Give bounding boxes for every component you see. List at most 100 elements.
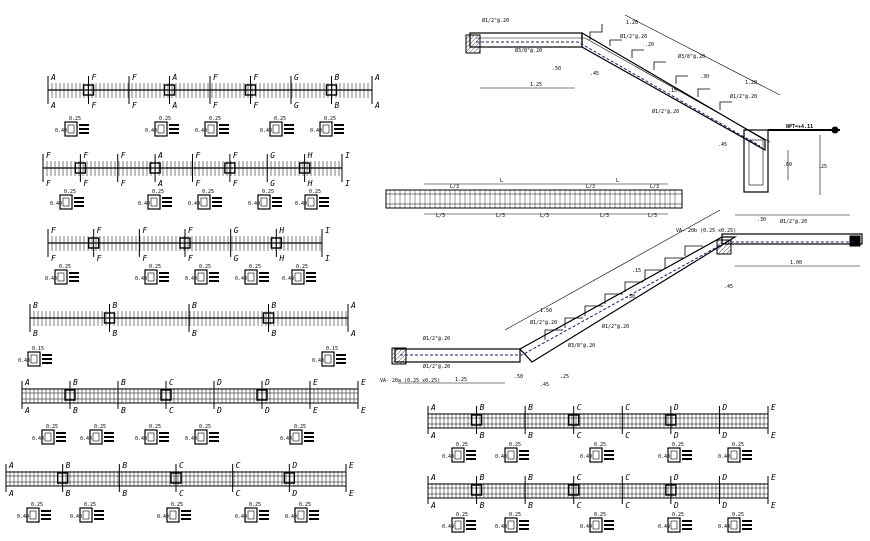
grid-axis-label-bottom: G xyxy=(294,101,299,110)
section-height-label: 0.40 xyxy=(80,436,92,442)
beam-section-outline xyxy=(144,429,158,445)
beam-section-outline xyxy=(79,507,93,523)
grid-axis-label-bottom: A xyxy=(172,101,178,110)
grid-axis-label-bottom: D xyxy=(673,431,679,440)
beam-section-outline xyxy=(727,447,741,463)
beam-section-outline xyxy=(89,429,103,445)
grid-axis-label-top: B xyxy=(480,403,485,412)
column-box xyxy=(170,472,182,484)
column-box xyxy=(283,472,296,484)
stair-bottom-dim: .15 xyxy=(632,268,641,274)
section-height-label: 0.40 xyxy=(718,454,730,460)
beam-section-stirrup xyxy=(157,124,165,134)
grid-axis-label-bottom: B xyxy=(480,501,485,510)
beam-elevation-b6: AABBBBCCCCDDEE0.250.400.250.400.250.400.… xyxy=(5,461,354,523)
beam-section-stirrup xyxy=(260,197,268,207)
beam-body xyxy=(427,483,769,499)
beam-section-stirrup xyxy=(322,124,330,134)
grid-axis-label-top: F xyxy=(121,151,126,160)
strip-dim-bottom: L/3 xyxy=(436,213,445,219)
grid-axis-label-top: G xyxy=(294,73,299,82)
grid-axis-label-bottom: F xyxy=(213,101,218,110)
grid-axis-label-bottom: C xyxy=(625,431,630,440)
grid-axis-label-bottom: C xyxy=(577,501,582,510)
beam-section-stirrup xyxy=(150,197,158,207)
section-width-label: 0.15 xyxy=(32,346,44,352)
stair-bottom-dim: .45 xyxy=(724,284,733,290)
beam-section-stirrup xyxy=(294,272,302,282)
column-box xyxy=(244,84,257,96)
beam-section-stirrup xyxy=(197,272,205,282)
section-width-label: 0.25 xyxy=(94,424,106,430)
section-width-label: 0.25 xyxy=(84,502,96,508)
grid-axis-label-top: D xyxy=(264,378,270,387)
grid-axis-label-top: B xyxy=(122,461,127,470)
grid-axis-label-bottom: A xyxy=(430,501,436,510)
section-width-label: 0.25 xyxy=(296,264,308,270)
beam-section-stirrup xyxy=(507,450,515,460)
section-width-label: 0.25 xyxy=(294,424,306,430)
section-width-label: 0.25 xyxy=(594,442,606,448)
column-box xyxy=(298,162,311,174)
section-height-label: 0.40 xyxy=(312,358,324,364)
grid-axis-label-bottom: C xyxy=(577,431,582,440)
section-height-label: 0.40 xyxy=(310,128,322,134)
grid-axis-label-bottom: I xyxy=(325,254,330,263)
beam-section-outline xyxy=(269,121,283,137)
section-width-label: 0.25 xyxy=(31,502,43,508)
section-height-label: 0.40 xyxy=(135,436,147,442)
beam-section-stirrup xyxy=(247,272,255,282)
grid-axis-label-top: H xyxy=(278,226,284,235)
stair-bottom-top-landing xyxy=(721,233,863,245)
grid-axis-label-top: B xyxy=(528,403,533,412)
section-width-label: 0.25 xyxy=(594,512,606,518)
beam-section-stirrup xyxy=(207,124,215,134)
section-width-label: 0.25 xyxy=(274,116,286,122)
beam-section-stirrup xyxy=(82,510,90,520)
section-width-label: 0.25 xyxy=(732,442,744,448)
grid-axis-label-bottom: B xyxy=(335,101,340,110)
grid-axis-label-bottom: E xyxy=(771,431,776,440)
stair-top-dim: 1.20 xyxy=(745,80,757,86)
stair-bottom-tag-top: VA- 20b (0.25 x0.25) xyxy=(676,228,736,234)
grid-axis-label-bottom: A xyxy=(157,179,163,188)
stair-top-rebar-secondary xyxy=(476,37,771,143)
strip-beam-stirrups xyxy=(389,190,676,208)
grid-axis-label-bottom: G xyxy=(270,179,275,188)
column-box xyxy=(56,472,69,484)
grid-axis-label-top: B xyxy=(335,73,340,82)
beam-body xyxy=(427,413,769,429)
beam-section-outline xyxy=(304,194,318,210)
beam-section-stirrup xyxy=(67,124,75,134)
grid-axis-label-bottom: F xyxy=(97,254,102,263)
beam-section-stirrup xyxy=(169,510,177,520)
section-height-label: 0.40 xyxy=(138,201,150,207)
beam-section-outline xyxy=(194,269,208,285)
beam-section-outline xyxy=(451,447,465,463)
strip-dim-top: L xyxy=(616,178,619,184)
section-height-label: 0.40 xyxy=(135,276,147,282)
beam-section-outline xyxy=(26,507,40,523)
section-width-label: 0.15 xyxy=(326,346,338,352)
grid-axis-label-top: F xyxy=(142,226,147,235)
beam-section-stirrup xyxy=(30,354,38,364)
stair-top-dim: 1.20 xyxy=(626,20,638,26)
section-width-label: 0.25 xyxy=(732,512,744,518)
grid-axis-label-top: F xyxy=(213,73,218,82)
beam-section-stirrup xyxy=(197,432,205,442)
grid-axis-label-top: D xyxy=(291,461,297,470)
stair-top-landing-beam xyxy=(743,129,769,193)
section-width-label: 0.25 xyxy=(209,116,221,122)
beam-section-outline xyxy=(194,429,208,445)
grid-axis-label-bottom: B xyxy=(122,489,127,498)
section-width-label: 0.25 xyxy=(152,189,164,195)
column-box xyxy=(470,484,483,496)
grid-axis-label-bottom: E xyxy=(313,406,318,415)
stair-bottom-end-support xyxy=(849,235,861,247)
grid-axis-label-bottom: D xyxy=(673,501,679,510)
section-width-label: 0.25 xyxy=(46,424,58,430)
beam-section-outline xyxy=(291,269,305,285)
section-height-label: 0.40 xyxy=(658,524,670,530)
stair-bottom-rebar-main xyxy=(400,241,855,356)
beam-section-outline xyxy=(27,351,41,367)
